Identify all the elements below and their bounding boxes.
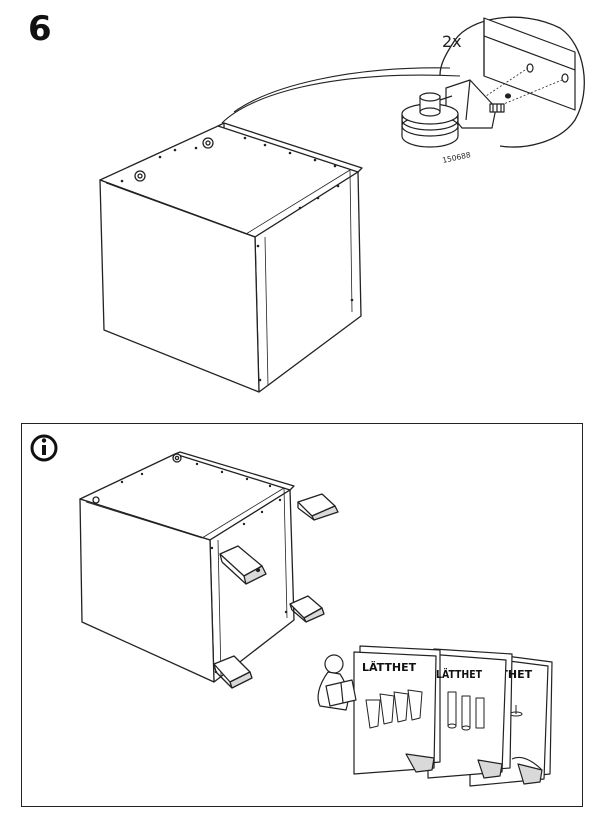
booklet-title-1: LÄTTHET [362, 660, 417, 674]
callout-leader [221, 74, 461, 124]
instruction-booklet [427, 648, 513, 779]
cabinet-assembly-illustration: 2x 150688 [99, 16, 585, 393]
step-number: 6 [28, 9, 52, 49]
info-panel: LÄTTHET LÄTTHET LÄTTHET [21, 423, 583, 807]
cabinet-leg [213, 655, 253, 689]
info-illustration: LÄTTHET LÄTTHET LÄTTHET [30, 434, 553, 787]
cabinet-front-panel [99, 179, 260, 393]
booklet-title-2: LÄTTHET [436, 667, 482, 681]
cabinet-leg [297, 493, 339, 521]
cabinet-leg [289, 595, 325, 623]
cabinet-leg [219, 545, 267, 585]
part-number-label: 150688 [442, 150, 472, 165]
instruction-booklet [353, 645, 441, 775]
cabinet-front-panel [79, 498, 215, 683]
detail-callout [439, 16, 585, 148]
info-icon [30, 434, 58, 462]
quantity-label: 2x [442, 32, 462, 51]
manual-mascot [317, 654, 357, 711]
booklet-title-3: LÄTTHET [478, 667, 533, 681]
